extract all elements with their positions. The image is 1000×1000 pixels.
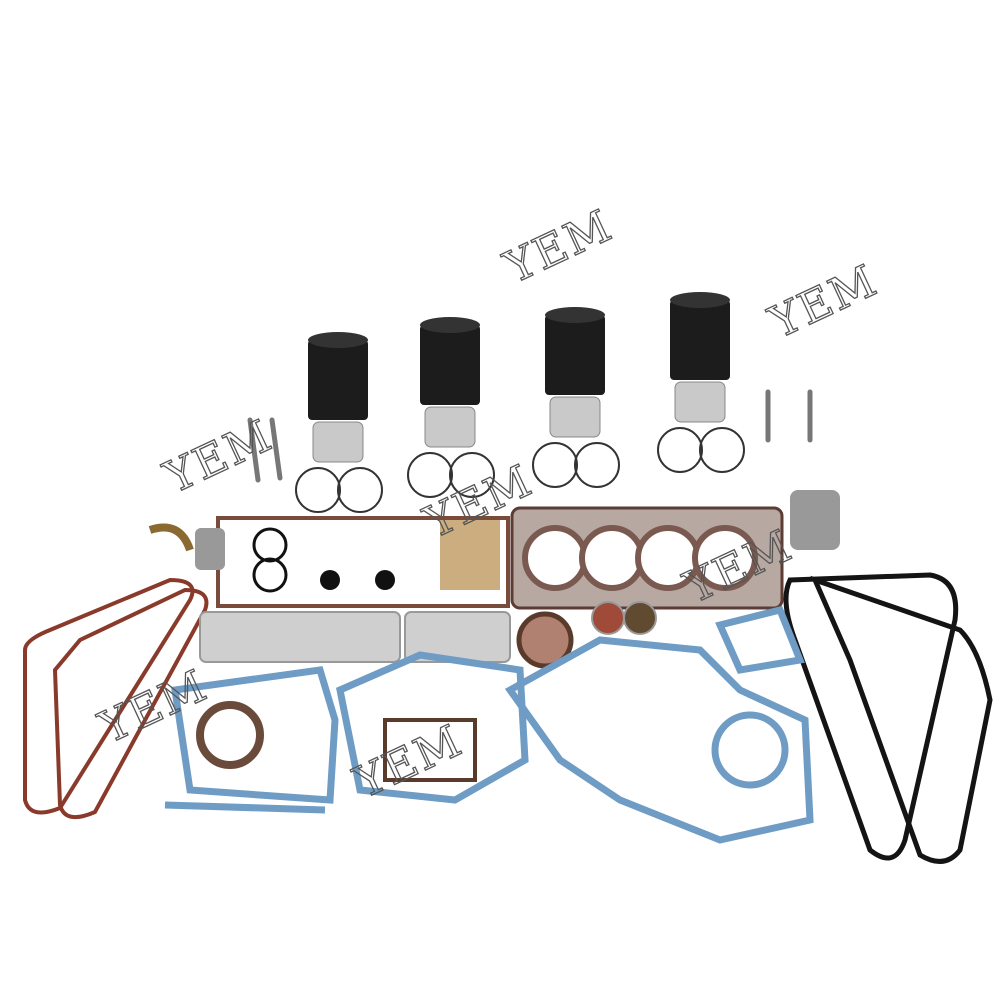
bearings (148, 490, 840, 570)
piston-rings (295, 427, 745, 513)
piston-ring (532, 442, 578, 488)
blue-gaskets (164, 605, 814, 844)
head-gasket-bore (692, 525, 758, 591)
piston (549, 396, 601, 438)
cylinder-liner (420, 325, 480, 405)
rocker-cover-gaskets (23, 572, 993, 864)
manifold-gaskets (199, 601, 657, 669)
piston-ring (295, 467, 341, 513)
cylinder-liner (308, 340, 368, 420)
lower-gasket-set (216, 516, 510, 608)
head-gasket (510, 506, 784, 610)
piston-ring (407, 452, 453, 498)
cylinder-liner (545, 315, 605, 395)
watermark-text: YEM (156, 410, 280, 504)
piston (424, 406, 476, 448)
head-gasket-bore (579, 525, 645, 591)
piston-ring (574, 442, 620, 488)
pistons (312, 381, 726, 463)
cylinder-liner (670, 300, 730, 380)
piston-ring (657, 427, 703, 473)
head-gasket-bore (522, 525, 588, 591)
watermark-text: YEM (761, 255, 885, 349)
liner-top (545, 307, 605, 323)
piston-ring (699, 427, 745, 473)
liner-top (308, 332, 368, 348)
piston (674, 381, 726, 423)
cylinder-liners (308, 292, 730, 420)
liner-top (670, 292, 730, 308)
liner-top (420, 317, 480, 333)
watermark-text: YEM (496, 200, 620, 294)
piston (312, 421, 364, 463)
valves (247, 389, 813, 483)
piston-ring (449, 452, 495, 498)
piston-ring (337, 467, 383, 513)
